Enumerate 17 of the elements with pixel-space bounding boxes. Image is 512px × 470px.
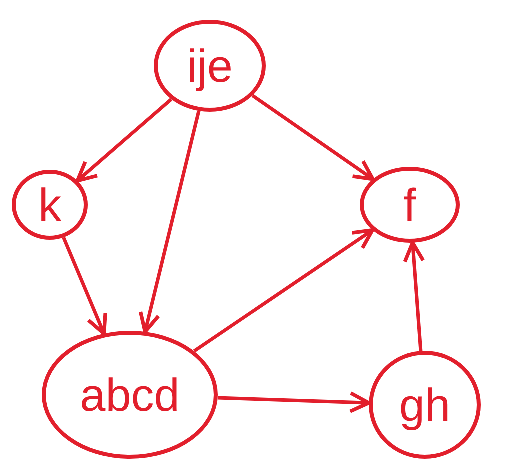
arrow: [76, 98, 173, 183]
arrow: [138, 110, 201, 334]
arrow: [62, 236, 108, 336]
node-label: abcd: [80, 372, 180, 418]
ellipse-node: [154, 20, 266, 112]
ellipse-node: [42, 331, 218, 459]
arrow: [218, 391, 371, 414]
arrow: [193, 228, 375, 353]
ellipse-node: [369, 351, 481, 459]
node-label: gh: [399, 382, 451, 428]
arrow: [403, 241, 426, 352]
ellipse-node: [360, 167, 460, 243]
ellipse-node: [12, 170, 88, 240]
arrow: [252, 94, 375, 182]
node-label: ije: [186, 43, 234, 89]
node-label: f: [404, 182, 416, 228]
node-label: k: [38, 182, 62, 228]
